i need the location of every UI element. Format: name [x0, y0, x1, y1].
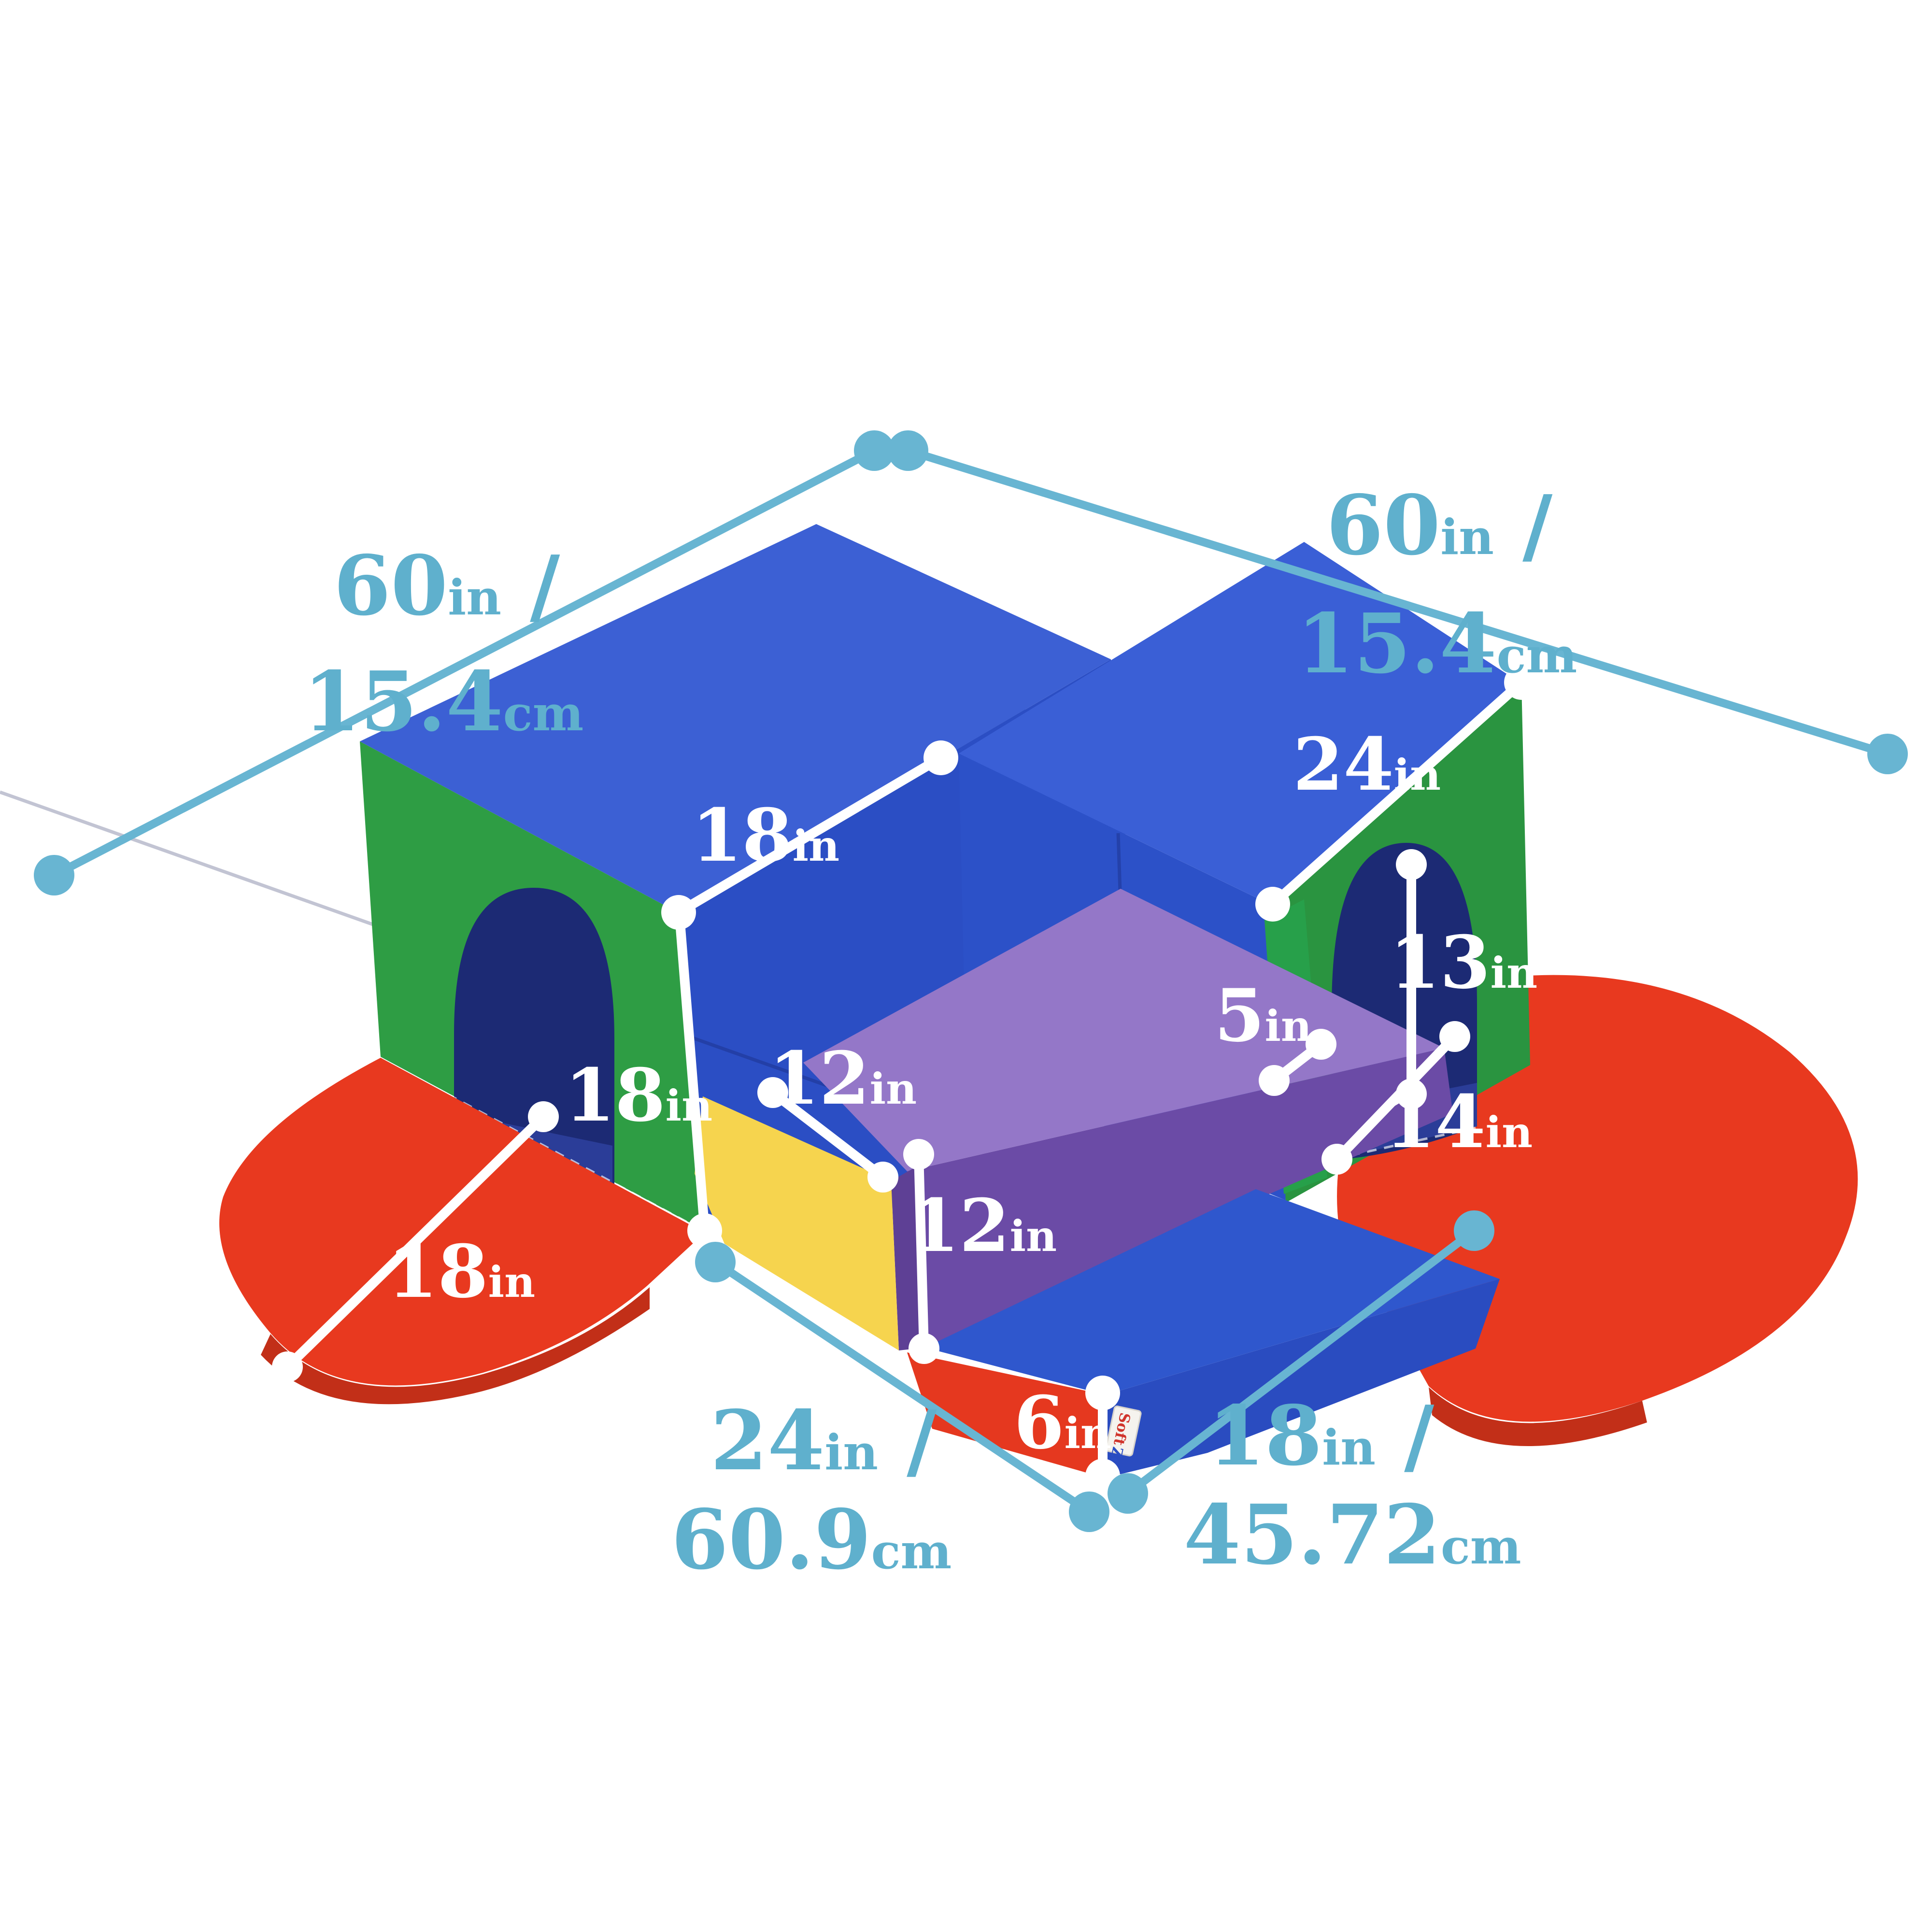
dim-dot: [272, 1351, 303, 1382]
purple-platform: [695, 889, 1453, 1350]
dim-dot: [1259, 1065, 1290, 1096]
overall-label-left-in: 60in /: [334, 538, 560, 634]
dim-label-platform-top: 12in: [769, 1036, 917, 1121]
left-tunnel-top-face: [360, 524, 1111, 913]
dim-dot: [528, 1101, 559, 1132]
left-floor-mat-top: [219, 1058, 705, 1386]
dim-label-arch-height: 13in: [1390, 920, 1537, 1005]
dim-label-platform-height: 12in: [909, 1183, 1057, 1268]
dim-line-mat-18in: [283, 1112, 548, 1372]
dim-dot: [34, 855, 74, 895]
dim-line-platform-top-12in: [768, 1088, 888, 1182]
yellow-side-panel: [695, 1096, 899, 1350]
dim-dot: [923, 740, 958, 775]
dim-line-overall-right-60in: [904, 446, 1892, 758]
overall-dimension-lines: [50, 446, 1892, 1516]
overall-label-right-in: 60in /: [1326, 477, 1553, 574]
overall-dimension-dots: [34, 430, 1908, 1532]
dim-dot: [1306, 1029, 1336, 1060]
left-tunnel-arch-opening: [454, 888, 614, 1195]
dim-dot: [1867, 734, 1908, 774]
dim-label-left-height: 18in: [565, 1053, 712, 1138]
dim-dot: [1454, 1210, 1494, 1251]
dim-dot: [1439, 1021, 1470, 1052]
dim-line-floor-14in: [1332, 1032, 1460, 1164]
dim-line-overall-left-60in: [50, 446, 879, 880]
dim-line-overall-bottom-left-24in: [711, 1258, 1094, 1516]
dim-dot: [1255, 887, 1290, 922]
dim-line-left-height-18in: [675, 911, 710, 1236]
dim-dot: [888, 430, 928, 471]
dim-line-right-top-24in: [1268, 678, 1526, 909]
dim-dot: [1396, 849, 1427, 880]
left-floor-mat-edge: [261, 1287, 650, 1405]
right-tunnel-top-face: [959, 542, 1521, 906]
purple-platform-side-face: [907, 1048, 1453, 1350]
dim-dot: [909, 1333, 939, 1364]
dim-label-left-top: 18in: [692, 793, 839, 878]
dim-dot: [661, 895, 696, 930]
dim-dot: [867, 1162, 898, 1193]
dim-dot: [1321, 1144, 1352, 1175]
product-tag-body: [1105, 1406, 1142, 1457]
dim-label-step-height: 6in: [1014, 1380, 1111, 1465]
dim-dot: [1085, 1376, 1120, 1410]
dim-label-mat-width: 18in: [387, 1229, 535, 1314]
step-red-face: [907, 1352, 1105, 1478]
overall-label-bottom-right-cm: 45.72cm: [1183, 1487, 1521, 1583]
dim-label-wall-width: 5in: [1214, 973, 1312, 1058]
dim-dot: [1396, 1079, 1427, 1109]
right-floor-mat-edge: [1429, 1387, 1647, 1446]
dim-dot: [854, 430, 895, 471]
dim-dot: [1504, 665, 1539, 700]
overall-label-right-cm: 15.4cm: [1297, 596, 1577, 692]
dim-dot: [903, 1139, 934, 1170]
dim-line-platform-height-12in: [914, 1150, 929, 1353]
dim-dot: [1069, 1492, 1109, 1532]
overall-label-left-cm: 15.4cm: [303, 653, 584, 750]
white-dimension-dots: [272, 665, 1539, 1493]
dim-dot: [687, 1213, 722, 1248]
step-top-face: [925, 1189, 1500, 1395]
dim-dot: [1108, 1473, 1148, 1514]
dim-dot: [695, 1242, 736, 1282]
dim-label-floor-width: 14in: [1385, 1080, 1533, 1165]
dim-dot: [757, 1077, 788, 1108]
dim-line-left-top-18in: [674, 753, 946, 917]
overall-label-bottom-left-cm: 60.9cm: [671, 1492, 952, 1588]
dim-line-overall-bottom-right-18in: [1123, 1226, 1478, 1498]
left-floor-mat: [219, 1058, 705, 1405]
dim-label-right-top: 24in: [1293, 722, 1441, 807]
overall-label-bottom-right-in: 18in /: [1208, 1388, 1435, 1484]
overall-label-bottom-left-in: 24in /: [710, 1392, 937, 1489]
purple-platform-top-face: [803, 889, 1444, 1171]
step-side-face: [1105, 1279, 1500, 1478]
